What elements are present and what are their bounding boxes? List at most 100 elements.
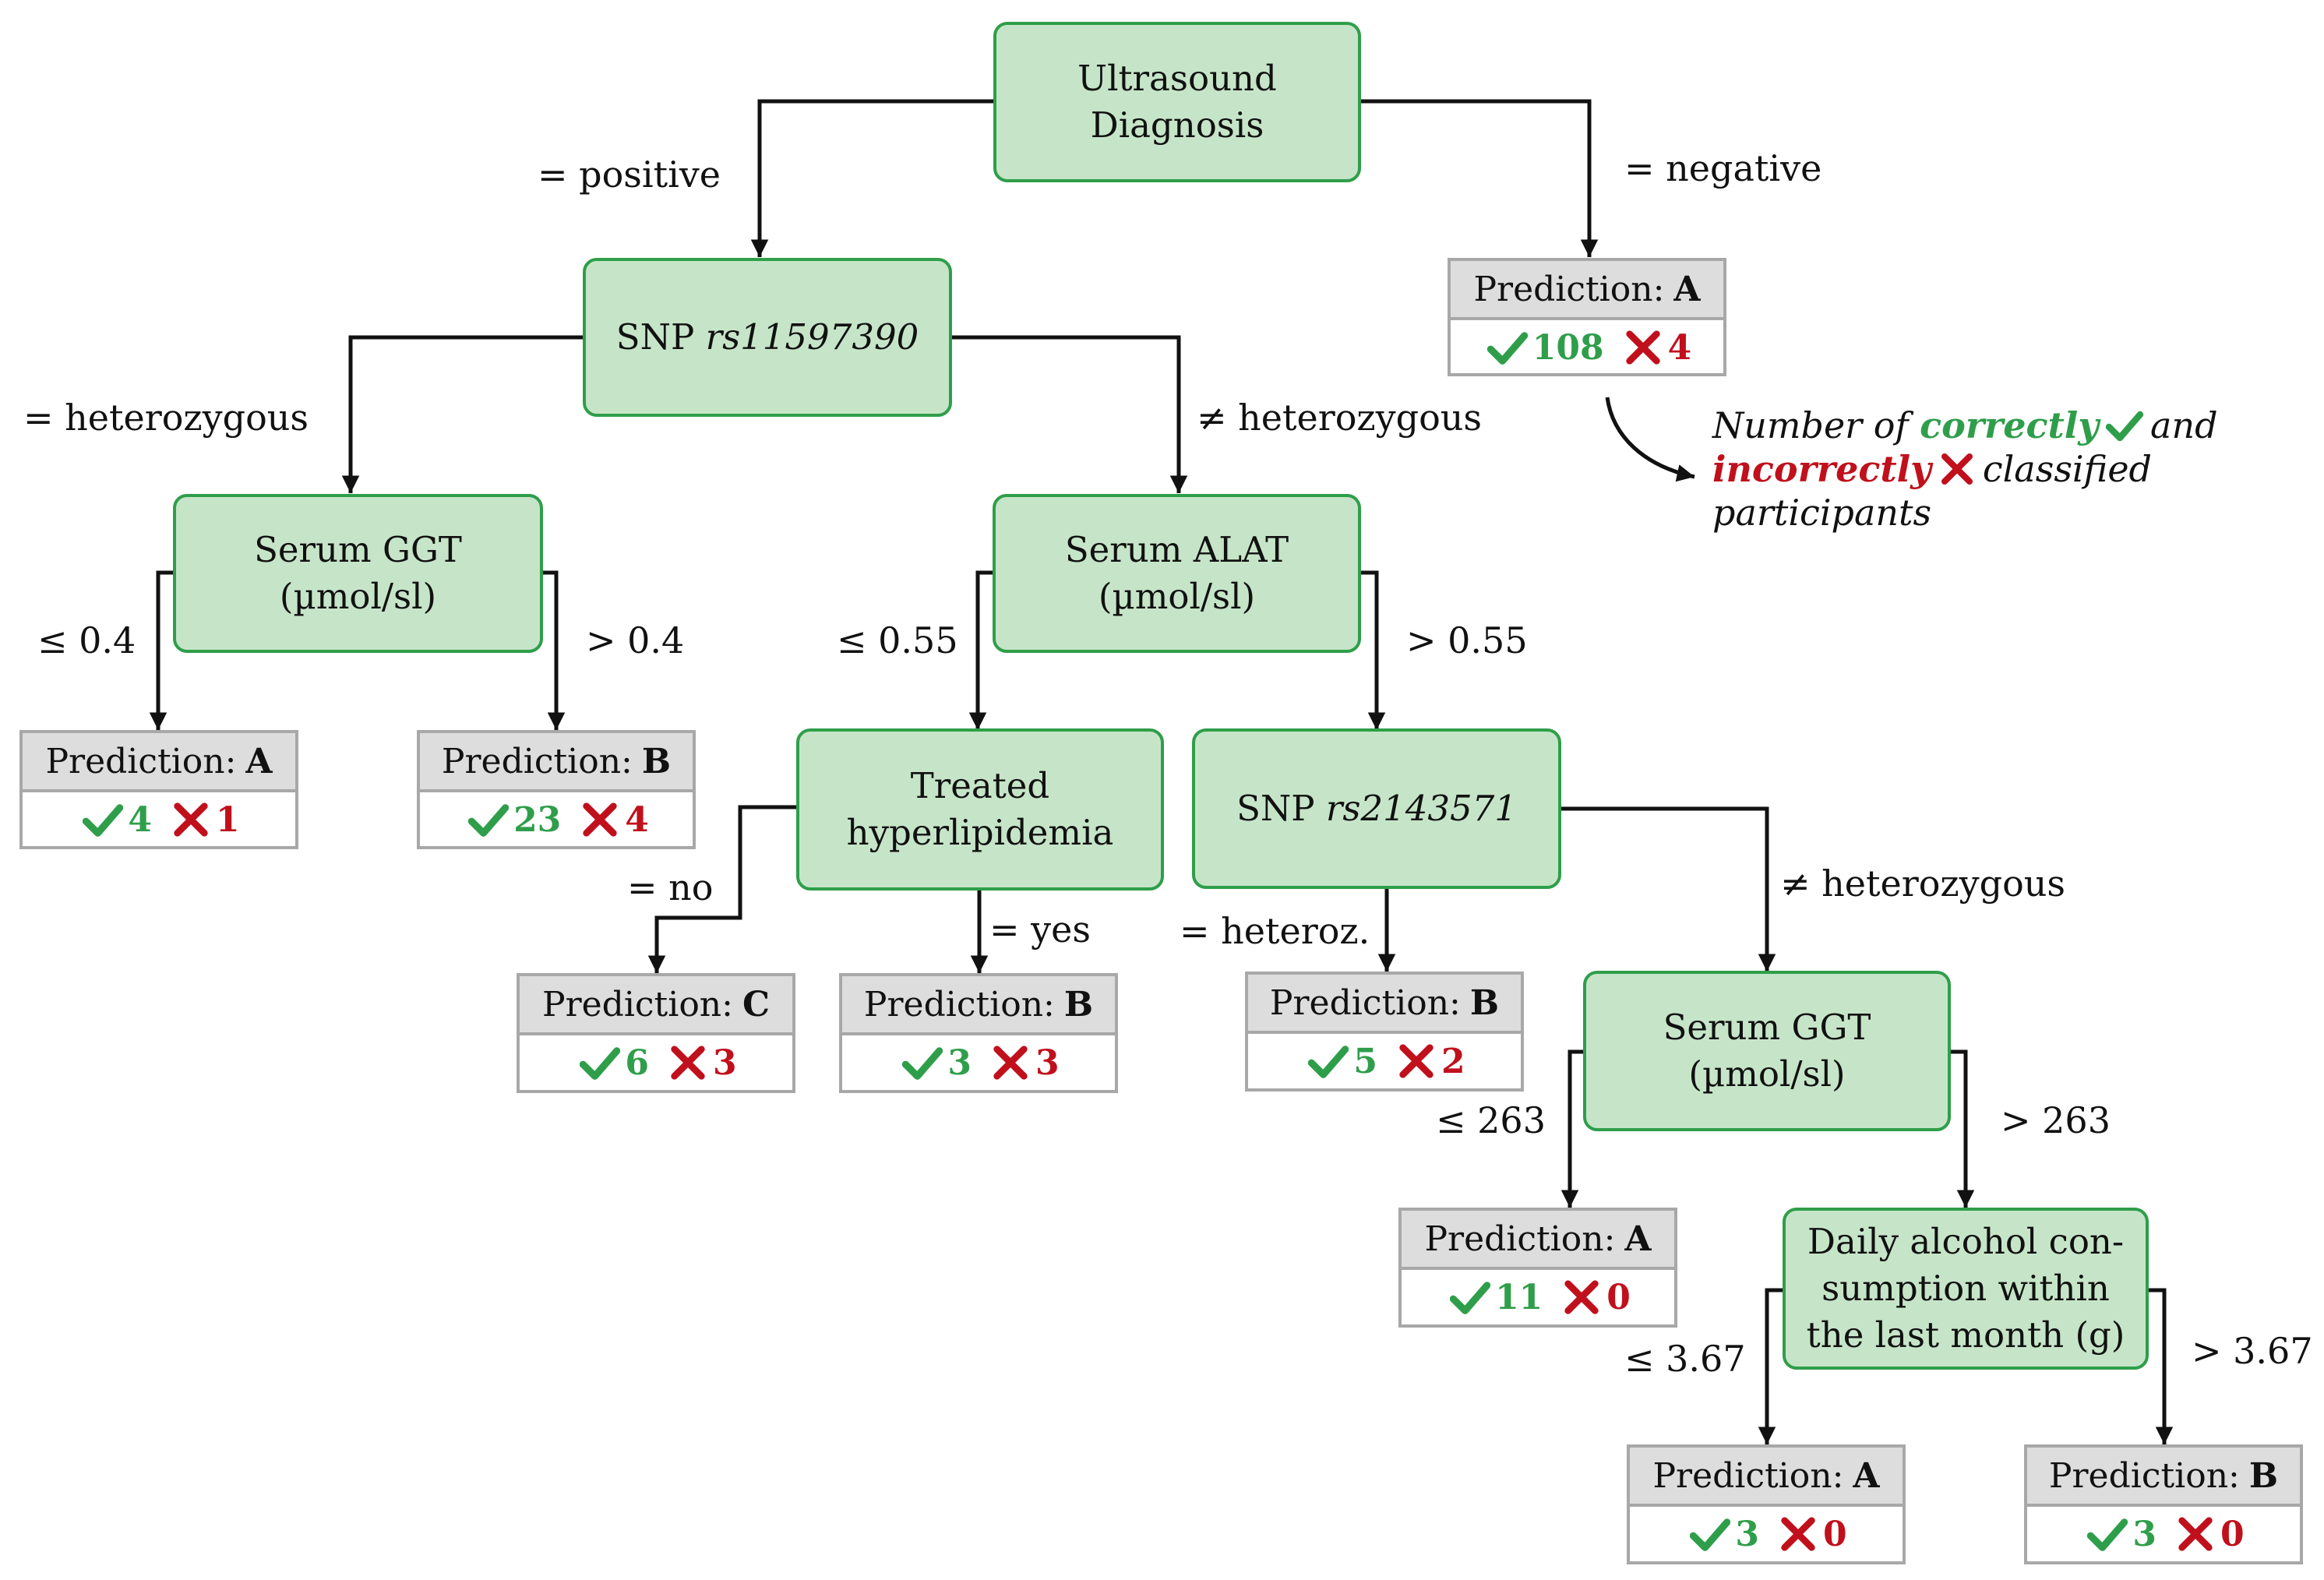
incorrect-count: 1 (216, 799, 240, 840)
node-snp-rs11597390: SNP rs11597390 (583, 258, 952, 417)
cross-icon (671, 1046, 705, 1080)
prediction-class: B (2248, 1455, 2279, 1496)
incorrect-count: 0 (1606, 1277, 1631, 1317)
prediction-label: Prediction: (1269, 982, 1461, 1023)
incorrect-count: 4 (625, 799, 649, 840)
checkmark-icon (2087, 1518, 2128, 1551)
node-daily-alcohol: Daily alcohol con- sumption within the l… (1783, 1208, 2149, 1370)
edge-alc-le (1758, 1288, 1783, 1444)
prediction-leaf-ggt2-low: Prediction:A 11 0 (1398, 1208, 1677, 1328)
prediction-leaf-snp2-heteroz: Prediction:B 5 2 (1245, 972, 1524, 1092)
edge-ggt2-le (1561, 1049, 1583, 1208)
node-ultrasound-diagnosis: Ultrasound Diagnosis (993, 22, 1361, 182)
prediction-counts: 6 3 (520, 1035, 792, 1090)
prediction-label: Prediction: (542, 984, 733, 1025)
cross-icon (1781, 1517, 1815, 1551)
node-text: (µmol/sl) (279, 576, 437, 617)
node-text: hyperlipidemia (846, 812, 1114, 853)
checkmark-icon (83, 804, 124, 837)
cross-icon (1625, 330, 1660, 365)
prediction-header: Prediction:A (1402, 1211, 1674, 1270)
prediction-label: Prediction: (45, 741, 237, 781)
cross-icon (1399, 1044, 1434, 1078)
node-prefix: SNP (1236, 788, 1315, 829)
edge-heterozygous (341, 335, 583, 493)
prediction-header: Prediction:A (23, 733, 295, 792)
edge-label-negative: = negative (1624, 147, 1822, 189)
prediction-counts: 4 1 (23, 792, 295, 847)
prediction-class: A (1624, 1219, 1652, 1259)
prediction-leaf-alcohol-high: Prediction:B 3 0 (2024, 1444, 2303, 1564)
prediction-leaf-hyper-yes: Prediction:B 3 3 (839, 973, 1118, 1093)
checkmark-icon (902, 1047, 943, 1080)
prediction-counts: 3 3 (842, 1035, 1115, 1090)
incorrect-count: 2 (1441, 1041, 1465, 1081)
node-text: Diagnosis (1090, 104, 1264, 146)
edge-alat-gt (1361, 570, 1386, 730)
correct-count: 3 (1735, 1514, 1759, 1554)
edge-label-no: = no (627, 866, 714, 908)
prediction-counts: 23 4 (420, 792, 693, 847)
node-text: Serum ALAT (1064, 529, 1289, 570)
edge-label-alat-gt: > 0.55 (1406, 619, 1528, 661)
checkmark-icon (2105, 411, 2144, 442)
prediction-counts: 5 2 (1248, 1034, 1521, 1088)
edge-alc-gt (2149, 1288, 2174, 1444)
prediction-class: B (1469, 982, 1500, 1023)
node-treated-hyperlipidemia: Treated hyperlipidemia (796, 728, 1164, 891)
edge-label-not-heterozygous-2: ≠ heterozygous (1780, 862, 2066, 905)
prediction-leaf-alcohol-low: Prediction:A 3 0 (1627, 1444, 1906, 1564)
correct-count: 3 (2132, 1514, 2156, 1554)
edge-label-not-heterozygous: ≠ heterozygous (1197, 397, 1483, 439)
prediction-leaf-ggt1-low: Prediction:A 4 1 (19, 730, 298, 849)
edge-label-ggt1-gt: > 0.4 (586, 619, 685, 661)
legend-correctly: correctly (1920, 404, 2100, 446)
node-text: Treated (910, 765, 1050, 806)
incorrect-count: 0 (1823, 1514, 1847, 1554)
prediction-label: Prediction: (2048, 1455, 2240, 1496)
prediction-class: A (1853, 1455, 1880, 1496)
legend-text: Number of (1712, 404, 1909, 446)
prediction-class: A (1673, 269, 1701, 309)
snp-id: rs11597390 (705, 316, 919, 358)
edge-label-heterozygous: = heterozygous (23, 397, 309, 439)
prediction-label: Prediction: (863, 984, 1055, 1025)
node-text: Serum GGT (254, 529, 462, 570)
checkmark-icon (468, 804, 510, 837)
cross-icon (1941, 453, 1973, 485)
incorrect-count: 0 (2220, 1514, 2245, 1554)
node-prefix: SNP (615, 316, 695, 358)
prediction-class: C (742, 984, 770, 1025)
edge-label-yes: = yes (989, 908, 1091, 950)
node-text: SNP rs11597390 (616, 314, 919, 361)
prediction-counts: 3 0 (2027, 1507, 2300, 1561)
node-text: SNP rs2143571 (1236, 785, 1517, 832)
correct-count: 3 (947, 1042, 972, 1083)
prediction-header: Prediction:A (1451, 261, 1723, 320)
snp-id: rs2143571 (1325, 788, 1517, 829)
prediction-leaf-hyper-no: Prediction:C 6 3 (517, 973, 795, 1093)
edge-ggt2-gt (1951, 1049, 1975, 1208)
edge-label-alc-gt: > 3.67 (2192, 1330, 2313, 1372)
edge-label-positive: = positive (538, 153, 721, 196)
prediction-class: B (641, 741, 672, 781)
edge-positive (750, 99, 993, 257)
node-text: (µmol/sl) (1098, 576, 1256, 617)
legend-line-3: participants (1712, 491, 2218, 534)
legend-incorrectly: incorrectly (1712, 448, 1931, 490)
node-text: (µmol/sl) (1688, 1053, 1846, 1095)
prediction-header: Prediction:B (2027, 1448, 2300, 1507)
node-serum-ggt-2: Serum GGT (µmol/sl) (1583, 971, 1951, 1131)
checkmark-icon (1690, 1518, 1731, 1551)
cross-icon (2178, 1517, 2213, 1551)
incorrect-count: 3 (713, 1042, 737, 1083)
correct-count: 6 (625, 1042, 649, 1083)
prediction-label: Prediction: (1473, 269, 1665, 309)
checkmark-icon (1308, 1046, 1349, 1078)
prediction-counts: 3 0 (1630, 1507, 1903, 1561)
node-text: Daily alcohol con- (1807, 1221, 2125, 1262)
edge-hyper-no (647, 805, 796, 973)
edge-label-alc-le: ≤ 3.67 (1624, 1338, 1746, 1380)
cross-icon (993, 1046, 1028, 1080)
